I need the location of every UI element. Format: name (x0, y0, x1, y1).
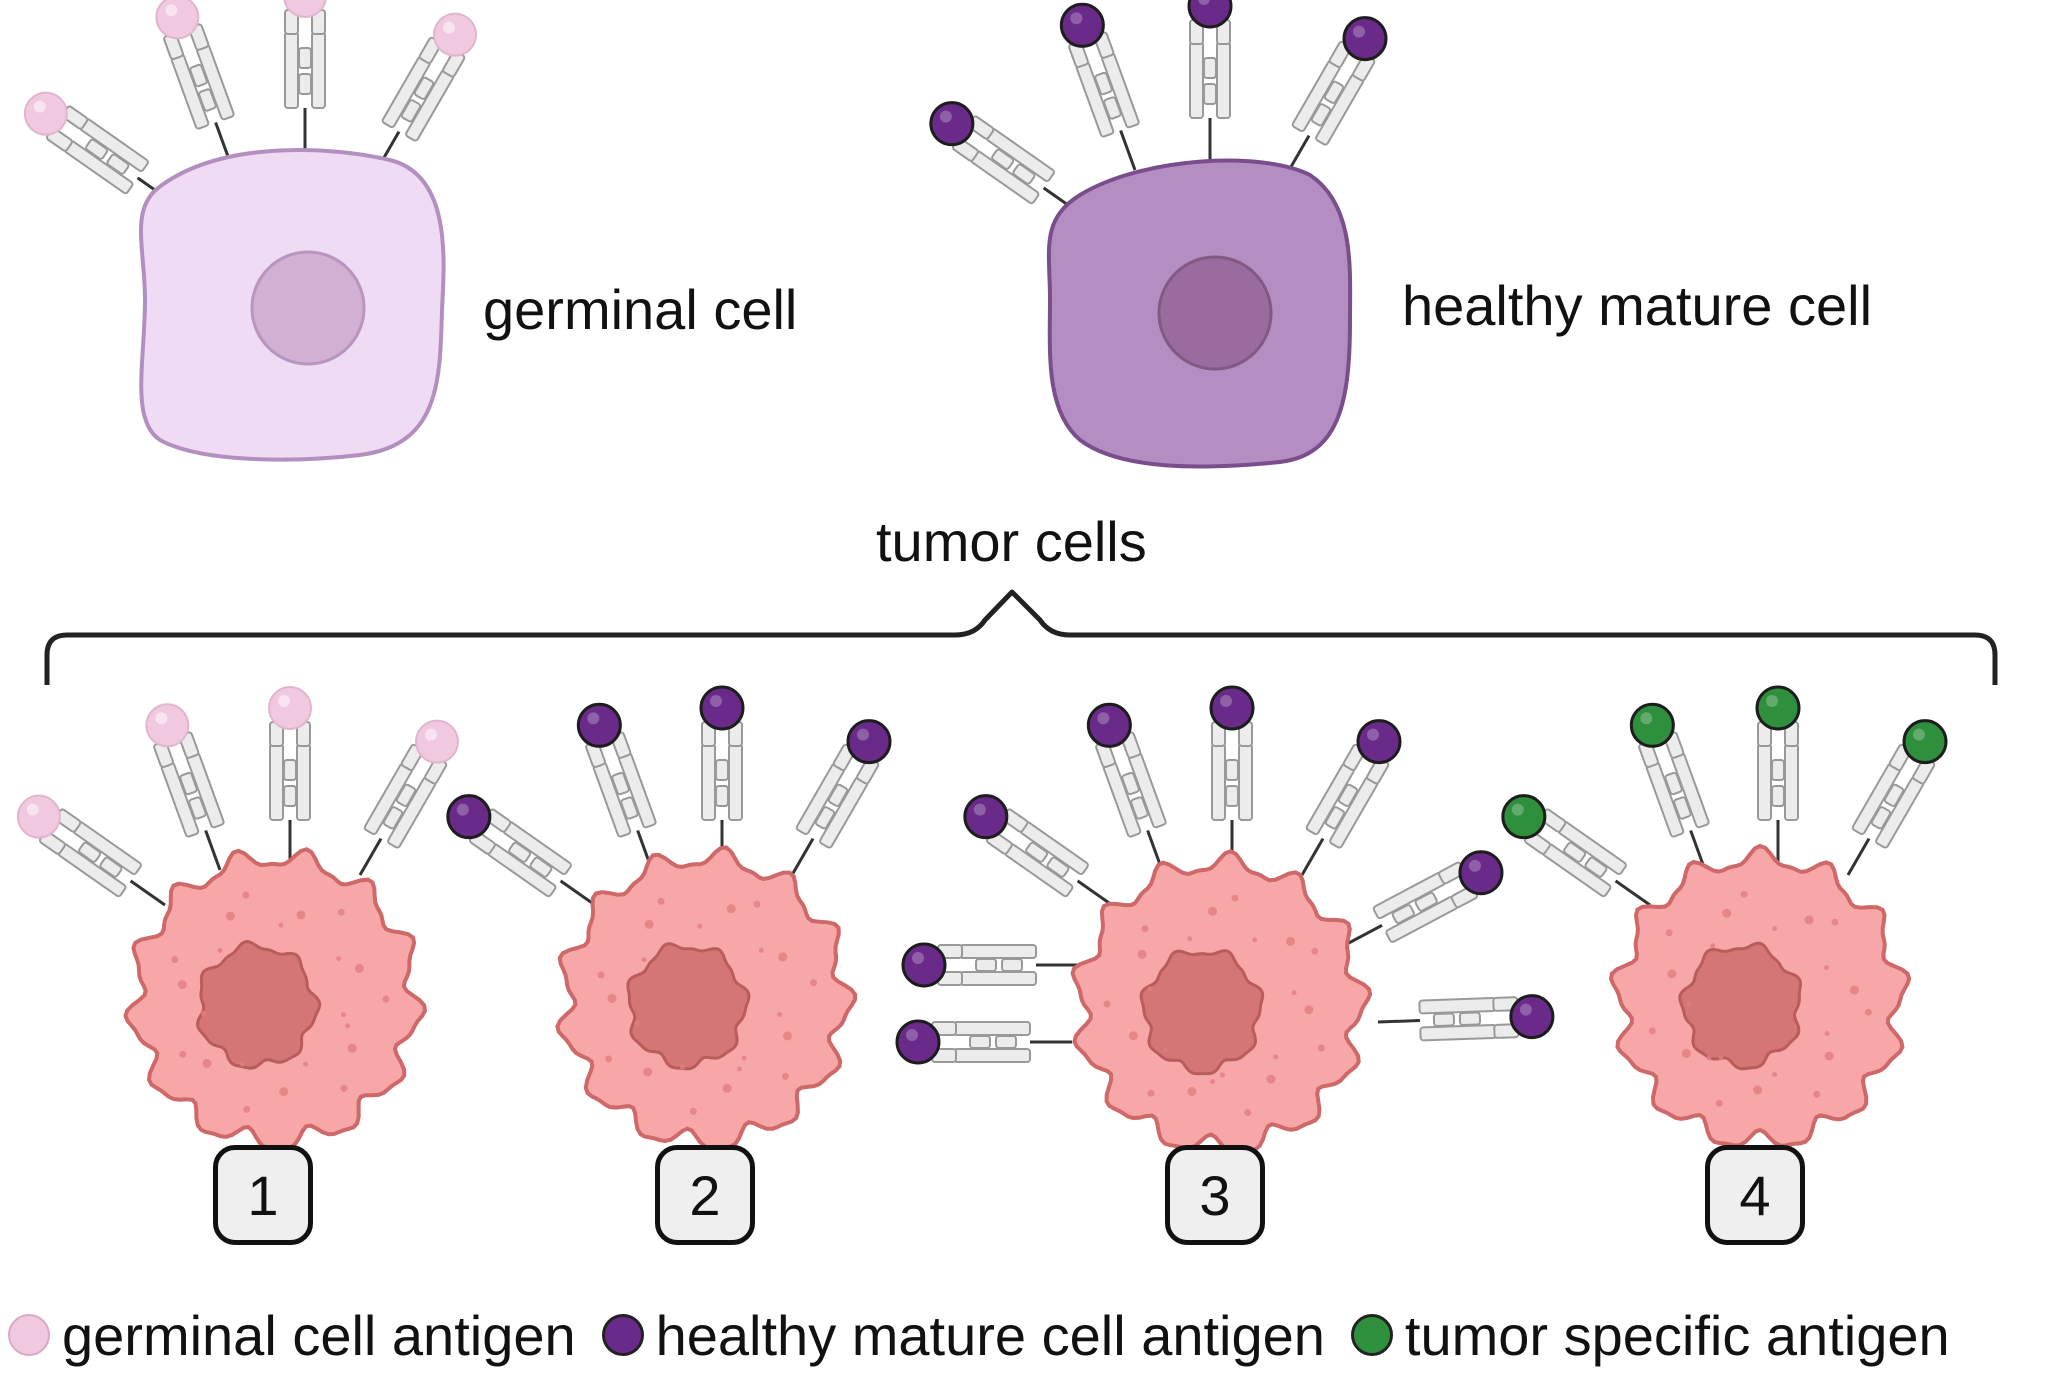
healthy-antigen (699, 685, 745, 731)
tumor-antigen (1629, 702, 1675, 748)
tumor-cell-3 (895, 685, 1555, 1155)
receptor (1638, 731, 1710, 871)
legend-label: tumor specific antigen (1404, 1303, 1950, 1367)
germinal-antigen (16, 794, 61, 839)
receptors (23, 0, 477, 204)
tumor-cell-nucleus (1139, 949, 1265, 1076)
healthy-antigen (1356, 719, 1402, 765)
receptor (937, 944, 1078, 986)
legend-item-germinal: germinal cell antigen (8, 1303, 576, 1368)
healthy-antigen (901, 942, 947, 988)
healthy-antigen (1458, 850, 1504, 896)
healthy-antigen (1342, 16, 1388, 62)
healthy-antigen (1086, 702, 1132, 748)
receptor (469, 808, 596, 907)
receptor (46, 105, 173, 204)
germinal-antigen (145, 703, 190, 748)
healthy-antigen (446, 794, 492, 840)
tumor-number-2: 2 (655, 1145, 755, 1245)
healthy-antigen (1509, 994, 1555, 1040)
tumor-antigen-swatch (1350, 1314, 1393, 1356)
receptor (358, 743, 448, 876)
tumor-antigen (1501, 794, 1547, 840)
receptor (284, 9, 326, 150)
receptor (1300, 743, 1390, 876)
receptor (1189, 19, 1231, 160)
receptors (16, 686, 459, 907)
receptors (446, 685, 892, 907)
receptor (1344, 861, 1478, 947)
germinal-cell-label: germinal cell (483, 278, 798, 341)
healthy-antigen (895, 1019, 941, 1065)
healthy-mature-cell (929, 0, 1388, 469)
healthy-antigen-swatch (601, 1314, 644, 1356)
receptor (790, 743, 880, 876)
receptor (931, 1021, 1072, 1063)
receptor (1846, 743, 1936, 876)
receptor (1757, 721, 1799, 862)
germinal-antigen-swatch (8, 1314, 50, 1356)
tumor-number-4: 4 (1705, 1145, 1805, 1245)
receptor (585, 731, 657, 871)
receptor (1377, 996, 1520, 1042)
receptor (39, 808, 166, 907)
germinal-antigen (155, 0, 200, 40)
germinal-antigen (268, 686, 312, 730)
tumor-number-1: 1 (213, 1145, 313, 1245)
healthy-antigen (963, 794, 1009, 840)
germinal-antigen (415, 719, 459, 764)
healthy-antigen (929, 101, 975, 147)
receptor (1095, 731, 1167, 871)
tumor-cell-4 (1501, 685, 1948, 1148)
legend-label: healthy mature cell antigen (655, 1303, 1325, 1367)
receptors (895, 685, 1555, 1065)
receptors (929, 0, 1388, 214)
receptor (1068, 31, 1140, 171)
tumor-cell-nucleus (1678, 941, 1803, 1071)
tumor-number-3: 3 (1165, 1145, 1265, 1245)
receptor (153, 731, 225, 871)
healthy-cell-nucleus (1157, 255, 1273, 371)
healthy-antigen (1187, 0, 1233, 29)
receptor (1524, 808, 1651, 907)
healthy-antigen (1059, 2, 1105, 48)
receptors (1501, 685, 1948, 907)
germinal-antigen (23, 91, 68, 136)
legend-item-healthy: healthy mature cell antigen (601, 1303, 1325, 1368)
healthy-mature-cell-label: healthy mature cell (1402, 274, 1873, 337)
receptor (1211, 721, 1253, 862)
tumor-cell-nucleus (626, 942, 751, 1071)
legend-label: germinal cell antigen (62, 1303, 576, 1367)
healthy-antigen (846, 719, 892, 765)
tumor-cell-nucleus (196, 940, 322, 1070)
tumor-antigen (1755, 685, 1801, 731)
tumor-cell-2 (446, 685, 892, 1151)
tumor-antigen (1902, 719, 1948, 765)
tumor-cell-1 (16, 686, 459, 1151)
healthy-antigen (576, 702, 622, 748)
tumor-cells-bracket (44, 589, 1998, 685)
healthy-antigen (1209, 685, 1255, 731)
receptor (986, 808, 1113, 907)
germinal-antigen (433, 12, 477, 57)
germinal-cell (23, 0, 477, 462)
tumor-cells-label: tumor cells (876, 510, 1147, 573)
receptor (701, 721, 743, 862)
receptor (1286, 40, 1376, 173)
germinal-cell-nucleus (250, 250, 366, 366)
legend: germinal cell antigen healthy mature cel… (0, 1303, 1976, 1368)
legend-item-tumor: tumor specific antigen (1350, 1303, 1950, 1368)
receptor (163, 23, 235, 163)
receptor (952, 115, 1079, 214)
receptor (269, 721, 311, 862)
germinal-antigen (283, 0, 327, 18)
